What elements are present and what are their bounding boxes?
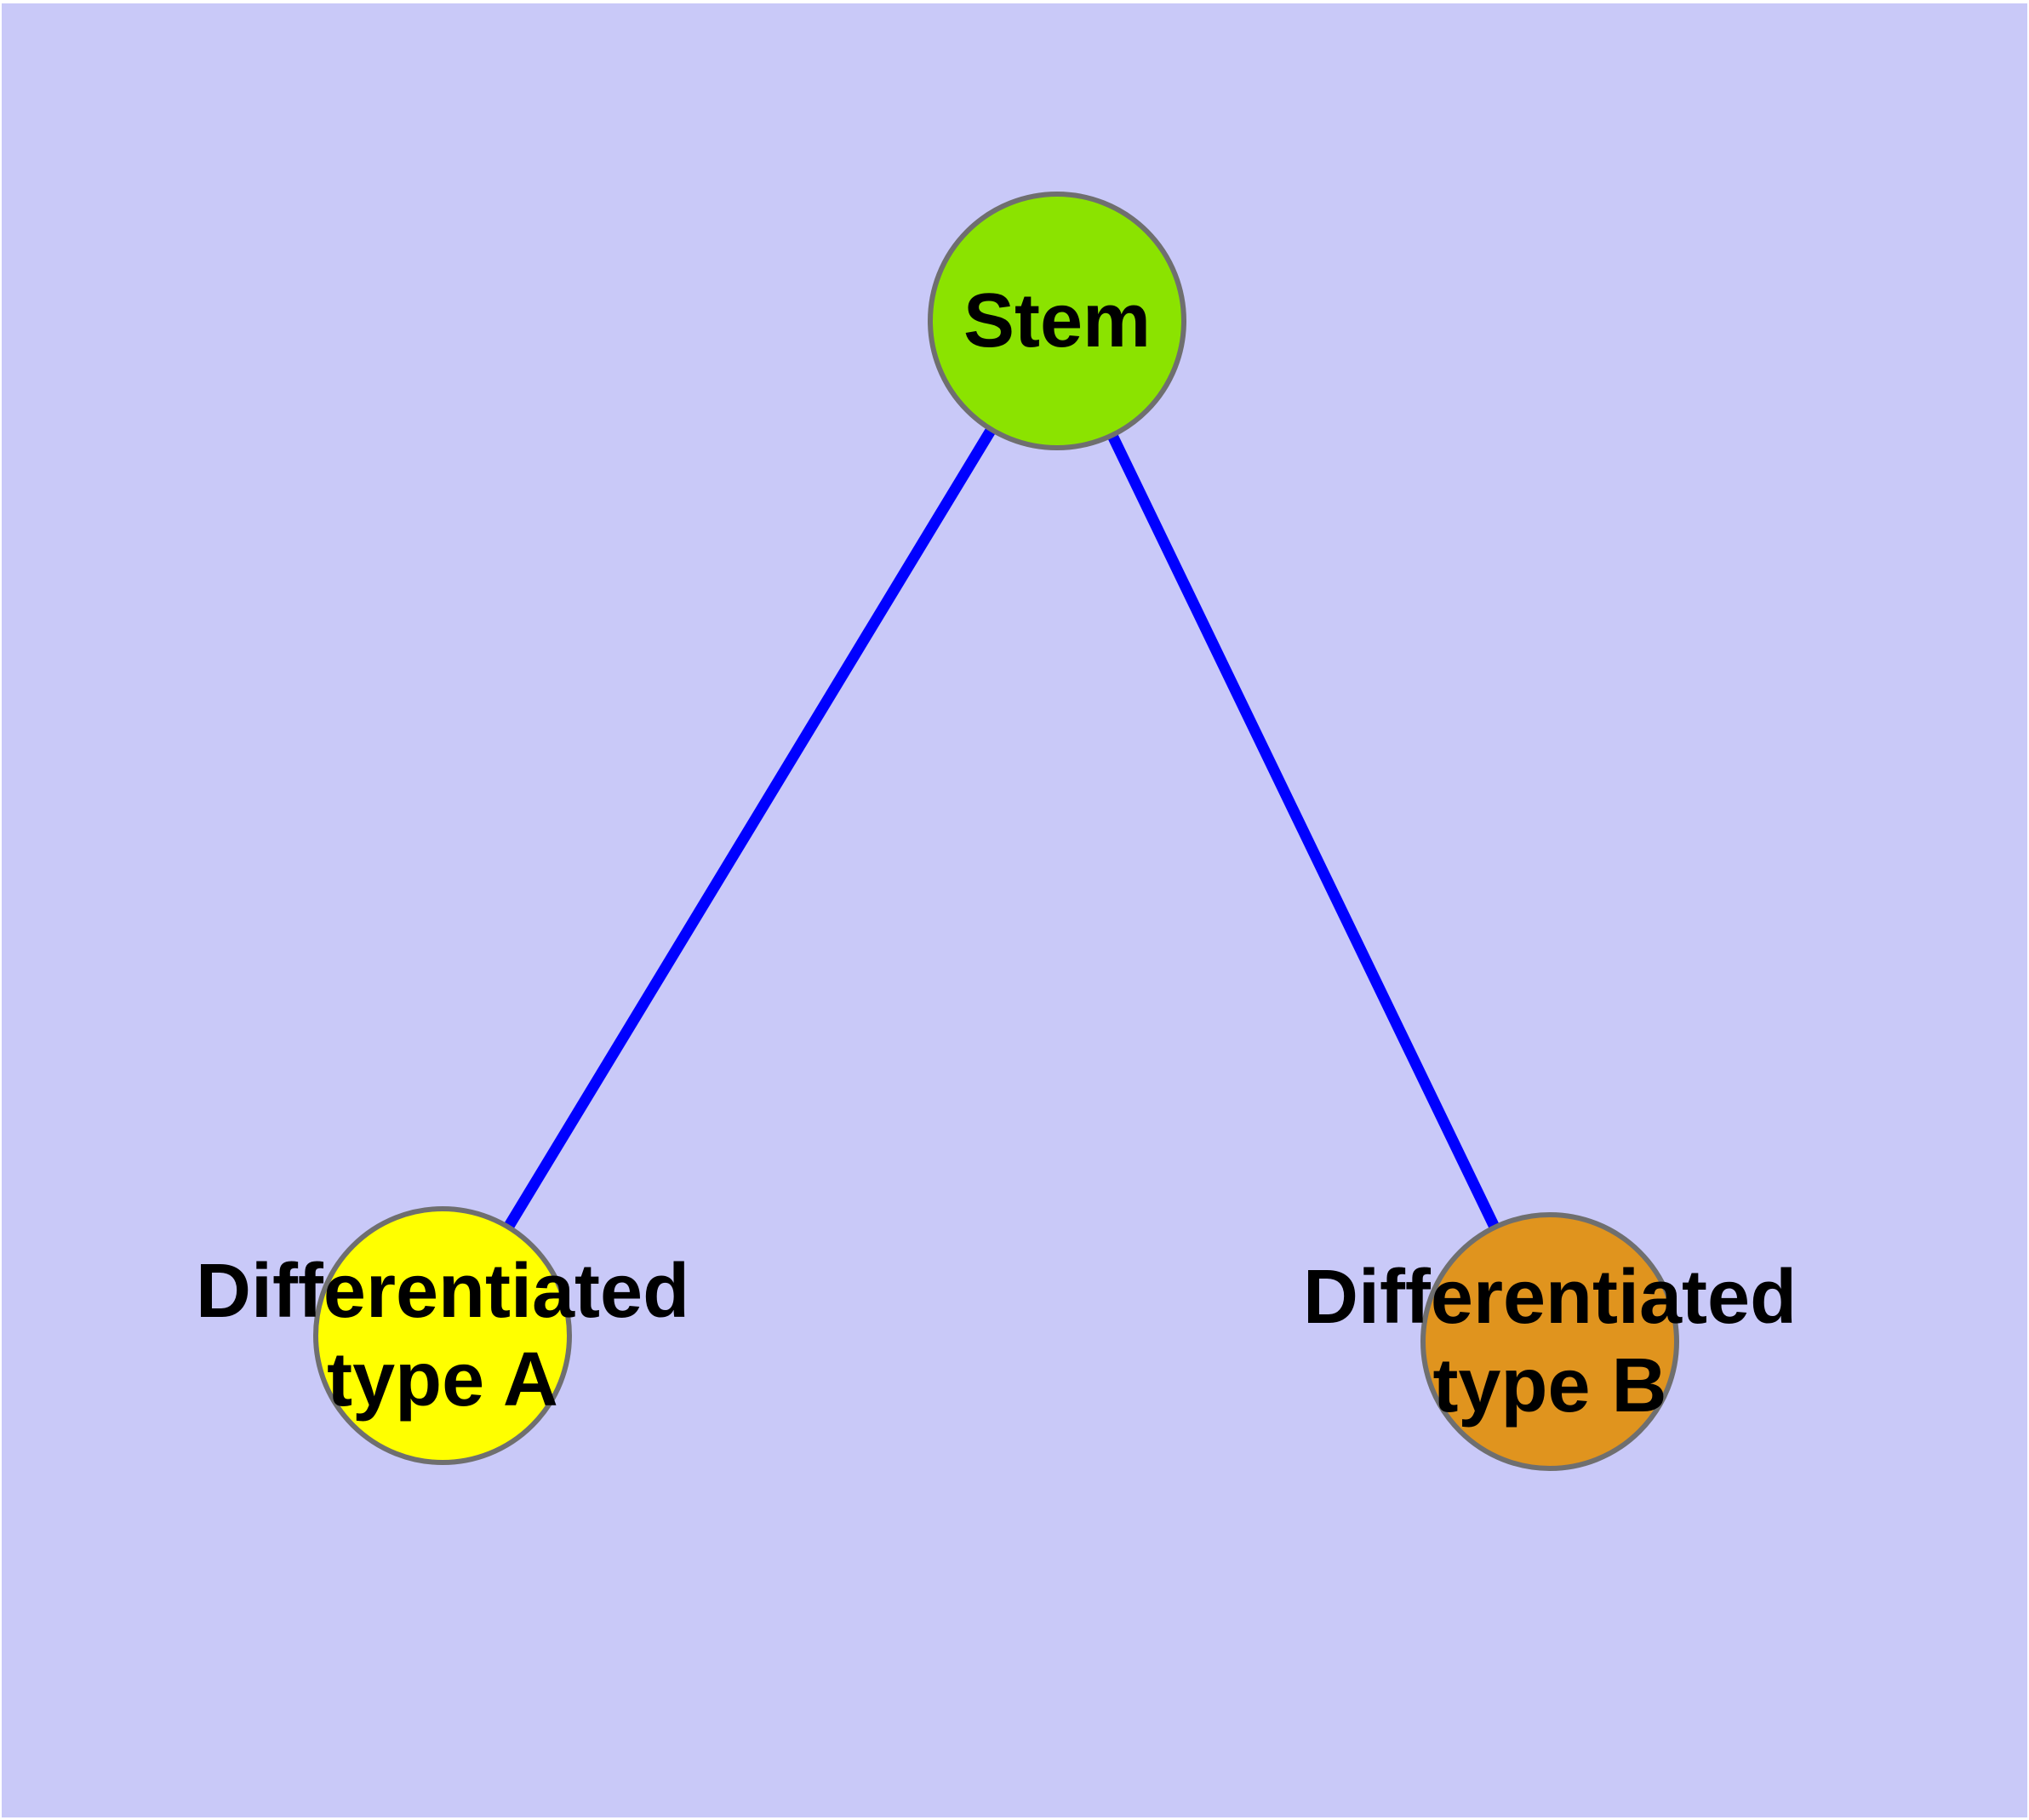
edge-stem-to-type-a <box>437 318 1062 1339</box>
node-differentiated-type-a-label-line-1: Differentiated <box>195 1249 690 1334</box>
node-differentiated-type-a-label-line-2: type A <box>327 1337 558 1422</box>
node-stem-label-line: Stem <box>963 278 1152 363</box>
node-stem[interactable]: Stem <box>928 192 1186 450</box>
node-differentiated-type-b[interactable]: Differentiated type B <box>1303 1212 1797 1471</box>
edge-stem-to-type-b <box>1052 318 1555 1344</box>
node-stem-label: Stem <box>963 277 1151 365</box>
node-differentiated-type-b-label-line-1: Differentiated <box>1302 1255 1798 1340</box>
node-differentiated-type-b-label-line-2: type B <box>1432 1343 1667 1428</box>
edges-layer <box>437 318 1555 1344</box>
node-differentiated-type-b-label: Differentiated type B <box>1303 1253 1797 1430</box>
node-differentiated-type-a-label: Differentiated type A <box>196 1247 689 1424</box>
node-differentiated-type-a[interactable]: Differentiated type A <box>196 1206 689 1465</box>
